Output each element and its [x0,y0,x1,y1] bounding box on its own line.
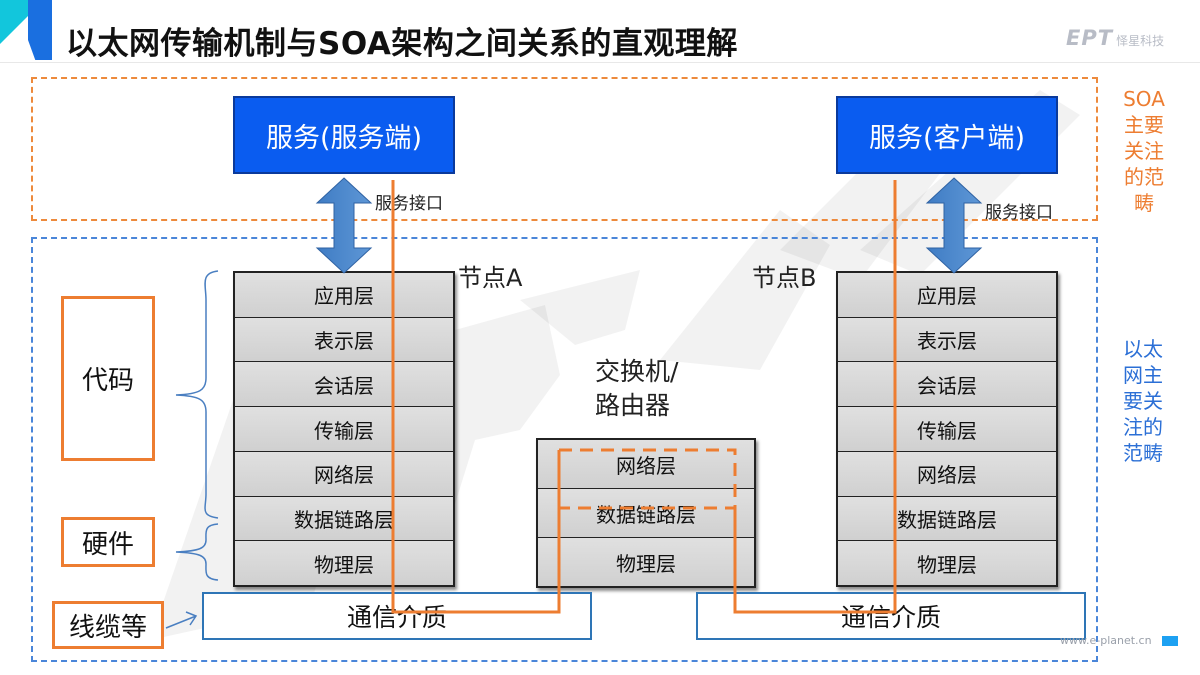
layer-session: 会话层 [838,361,1056,407]
communication-medium-left: 通信介质 [202,592,592,640]
page-title: 以太网传输机制与SOA架构之间关系的直观理解 [66,26,738,62]
layer-physical: 物理层 [838,540,1056,586]
ethernet-scope-line: 注的 [1123,415,1163,439]
ethernet-scope-region [31,237,1098,662]
node-a-layer-stack: 应用层 表示层 会话层 传输层 网络层 数据链路层 物理层 [233,271,455,587]
layer-session: 会话层 [235,361,453,407]
corner-accent-icon [0,0,52,60]
layer-network: 网络层 [838,450,1056,496]
soa-scope-line: 畴 [1134,191,1154,215]
switch-layer-stack: 网络层 数据链路层 物理层 [536,438,756,588]
soa-scope-line: 的范 [1124,165,1164,189]
ethernet-scope-line: 以太 [1123,337,1163,361]
layer-presentation: 表示层 [838,316,1056,362]
node-b-label: 节点B [752,264,817,292]
service-client-box: 服务(客户端) [836,96,1058,174]
layer-physical: 物理层 [538,537,754,586]
category-code-box: 代码 [61,296,155,461]
layer-network: 网络层 [235,450,453,496]
soa-scope-line: 主要 [1124,113,1164,137]
layer-presentation: 表示层 [235,316,453,362]
service-server-box: 服务(服务端) [233,96,455,174]
service-interface-label-b: 服务接口 [985,203,1053,223]
site-accent-bar [1162,636,1178,646]
ethernet-scope-line: 范畴 [1123,441,1163,465]
header-divider [0,62,1200,63]
switch-label-line: 交换机/ [595,357,679,386]
layer-application: 应用层 [838,273,1056,317]
node-b-layer-stack: 应用层 表示层 会话层 传输层 网络层 数据链路层 物理层 [836,271,1058,587]
ethernet-scope-line: 要关 [1123,389,1163,413]
layer-data-link: 数据链路层 [538,488,754,537]
layer-data-link: 数据链路层 [235,495,453,541]
soa-scope-region [31,77,1098,221]
soa-scope-line: 关注 [1124,139,1164,163]
category-cable-box: 线缆等 [52,601,164,649]
logo-text: 怿星科技 [1116,34,1165,48]
switch-router-label: 交换机/ 路由器 [595,355,725,423]
soa-scope-label: SOA 主要 关注 的范 畴 [1116,86,1172,216]
category-hardware-box: 硬件 [61,517,155,567]
site-url: www.e-planet.cn [1060,634,1152,647]
layer-data-link: 数据链路层 [838,495,1056,541]
layer-physical: 物理层 [235,540,453,586]
layer-transport: 传输层 [235,406,453,451]
communication-medium-right: 通信介质 [696,592,1086,640]
layer-network: 网络层 [538,440,754,488]
switch-label-line: 路由器 [595,391,671,420]
layer-application: 应用层 [235,273,453,317]
ethernet-scope-line: 网主 [1123,363,1163,387]
node-a-label: 节点A [458,264,523,292]
service-interface-label-a: 服务接口 [375,194,443,214]
logo-mark: EPT [1066,26,1114,50]
soa-scope-line: SOA [1123,87,1165,111]
ethernet-scope-label: 以太 网主 要关 注的 范畴 [1112,336,1174,466]
layer-transport: 传输层 [838,406,1056,451]
